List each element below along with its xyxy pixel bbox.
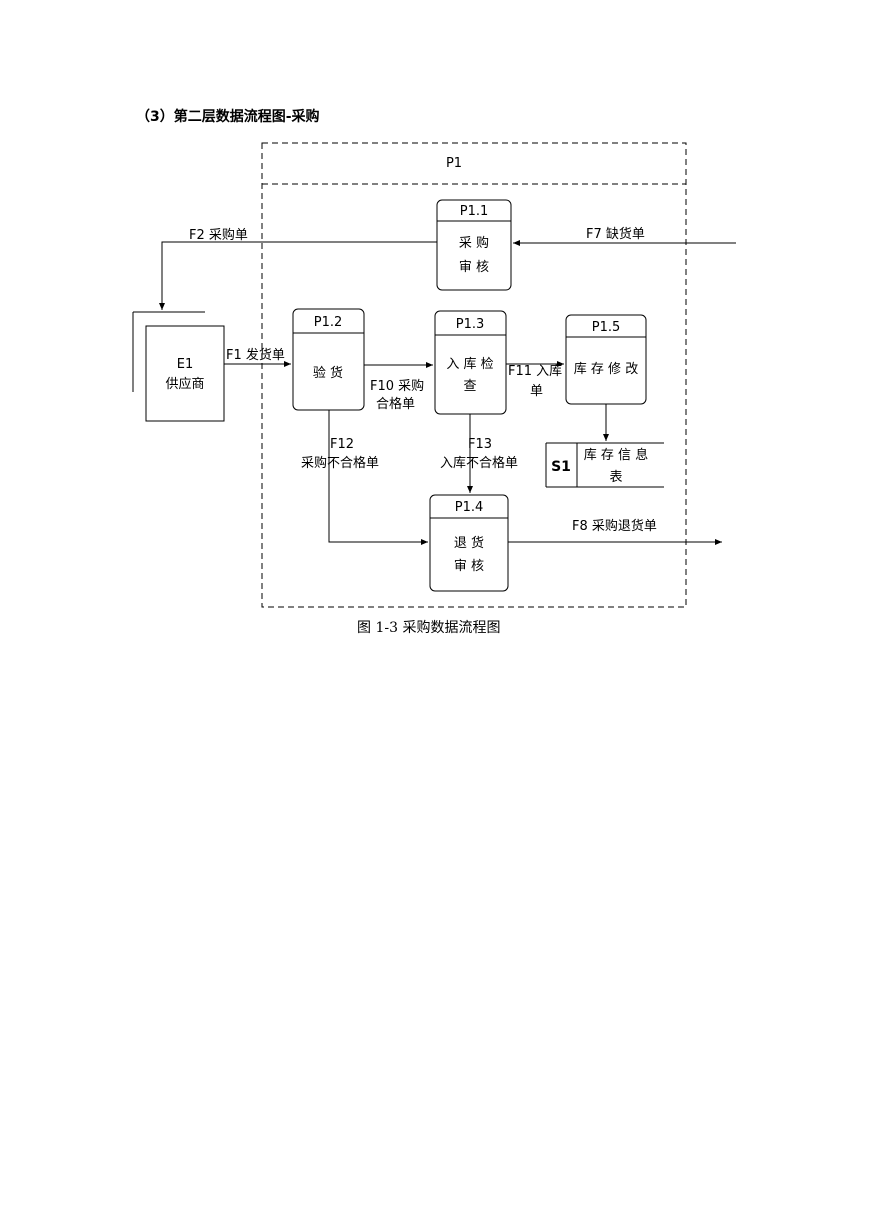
process-id: P1.2: [314, 315, 343, 330]
process-p1-5: P1.5 库 存 修 改: [565, 314, 647, 405]
flow-label: F7 缺货单: [586, 226, 645, 242]
flow-f10: F10 采购 合格单: [364, 362, 433, 412]
flow-label: F1 发货单: [226, 347, 285, 363]
flow-label: F13: [468, 437, 492, 452]
process-name: 库 存 修 改: [574, 361, 638, 377]
process-name: 查: [463, 379, 476, 394]
store-name: 库 存 信 息: [584, 447, 648, 463]
flow-f11: F11 入库 单: [506, 361, 564, 399]
flow-label: F8 采购退货单: [572, 518, 657, 534]
process-name: 审 核: [454, 559, 484, 574]
process-name: 验 货: [313, 365, 343, 381]
flow-label: 采购不合格单: [301, 455, 379, 471]
store-name: 表: [609, 470, 622, 485]
process-p1-4: P1.4 退 货 审 核: [429, 494, 509, 592]
datastore-s1: S1 库 存 信 息 表: [545, 442, 664, 488]
flow-f8: F8 采购退货单: [508, 518, 722, 545]
process-p1-1: P1.1 采 购 审 核: [436, 199, 512, 291]
flow-label: 单: [530, 384, 543, 399]
flow-label: F12: [330, 437, 354, 452]
process-id: P1.3: [456, 317, 485, 332]
store-id: S1: [551, 459, 571, 475]
flow-f2: F2 采购单: [159, 227, 437, 310]
flow-label: F11 入库: [508, 363, 562, 379]
flow-label: F2 采购单: [189, 227, 248, 243]
entity-id: E1: [177, 357, 194, 372]
process-id: P1.1: [460, 204, 489, 219]
process-name: 入 库 检: [446, 356, 493, 372]
flow-f1: F1 发货单: [224, 347, 291, 367]
figure-caption: 图 1-3 采购数据流程图: [357, 620, 501, 636]
process-id: P1.4: [455, 500, 484, 515]
entity-name: 供应商: [165, 376, 204, 392]
flow-label: 入库不合格单: [440, 455, 518, 471]
flow-f13: F13 入库不合格单: [440, 414, 518, 493]
flow-f12: F12 采购不合格单: [301, 410, 428, 545]
flow-f7: F7 缺货单: [513, 226, 736, 246]
process-name: 退 货: [454, 535, 484, 551]
process-name: 审 核: [459, 260, 489, 275]
process-id: P1.5: [592, 320, 621, 335]
system-boundary: P1: [261, 142, 687, 608]
flow-label: 合格单: [376, 396, 415, 412]
section-heading: （3）第二层数据流程图-采购: [136, 109, 320, 125]
entity-supplier: E1 供应商: [132, 311, 225, 422]
flow-label: F10 采购: [370, 378, 424, 394]
boundary-label: P1: [446, 156, 462, 171]
process-p1-2: P1.2 验 货: [292, 308, 365, 411]
process-name: 采 购: [459, 235, 489, 251]
process-p1-3: P1.3 入 库 检 查: [434, 310, 507, 415]
